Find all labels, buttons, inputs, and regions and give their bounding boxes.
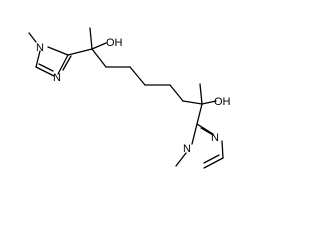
bond [203,154,220,164]
bond [200,127,214,136]
bond [199,83,203,105]
bond [91,42,107,50]
bond [47,46,69,56]
bond [57,54,69,75]
ring-nitrogen-label-top: N [53,72,61,84]
bond [35,50,41,68]
bond [169,84,184,102]
bond [28,32,37,43]
bond [35,66,55,77]
hydroxyl-label-bottom: OH [214,96,231,108]
bond [221,140,224,159]
bond [91,48,107,68]
hydroxyl-label-top: OH [106,37,123,49]
bond [191,123,198,145]
bond [38,63,54,72]
bond [89,27,93,50]
bond [196,123,214,135]
carbon-chain [67,27,217,125]
bond [175,152,187,167]
bond [203,157,224,169]
bond [182,100,203,105]
bond [201,100,217,105]
methyl-nitrogen-label-top: N [36,42,44,54]
chemical-structure: N N OH OH N N [28,27,231,169]
bond [129,66,146,86]
bond [196,103,203,125]
bond [62,55,72,71]
top-imidazole-ring [28,32,72,77]
methyl-nitrogen-label-bottom: N [183,143,191,155]
bond [67,48,93,56]
bottom-imidazole-ring [175,123,224,169]
ring-nitrogen-label-bottom: N [211,132,219,144]
